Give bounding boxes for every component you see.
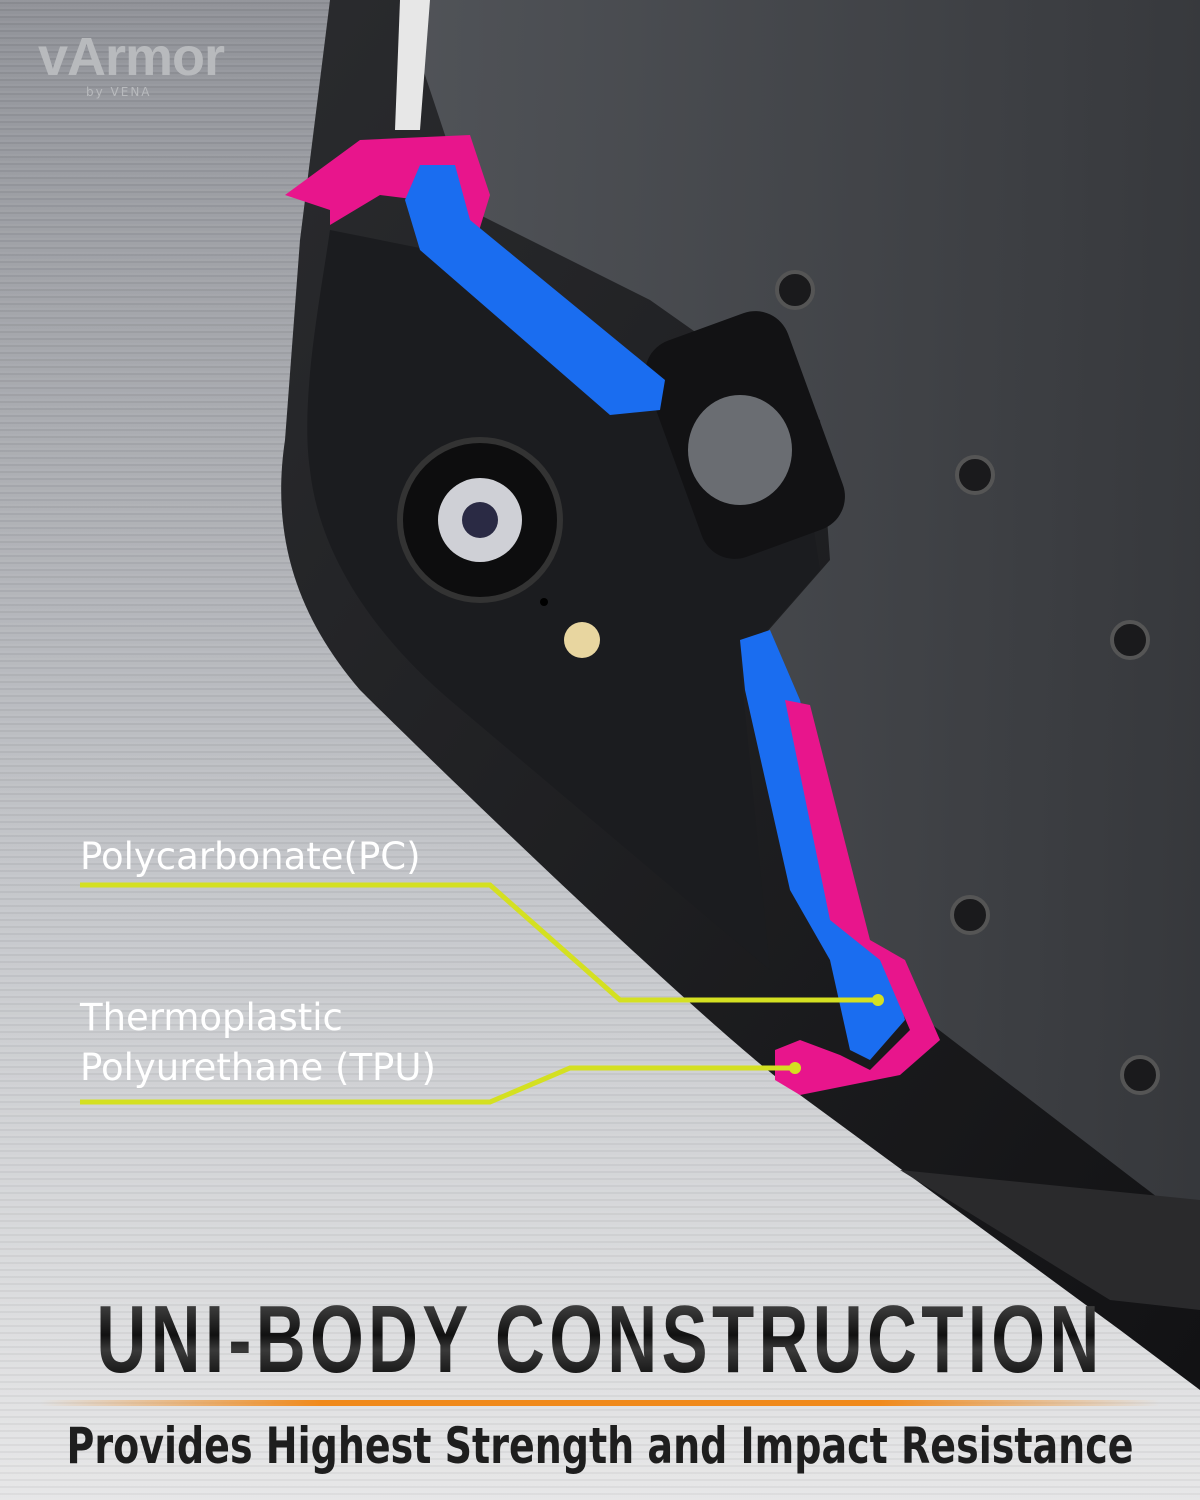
camera-lens-center <box>462 502 498 538</box>
tpu-label-line2: Polyurethane (TPU) <box>80 1046 436 1089</box>
tpu-label-line1: Thermoplastic <box>80 996 343 1039</box>
pc-leader-dot <box>872 994 884 1006</box>
tpu-leader-dot <box>789 1062 801 1074</box>
accent-divider <box>40 1400 1160 1406</box>
headline-text: UNI-BODY CONSTRUCTION <box>96 1286 1104 1393</box>
microphone-hole <box>540 598 548 606</box>
screws <box>775 270 1160 1095</box>
tpu-section-bottom <box>775 700 940 1095</box>
headline: UNI-BODY CONSTRUCTION <box>0 1290 1200 1390</box>
phone-back-panel <box>400 0 1200 1230</box>
brand-logo: vArmor by VENA <box>38 27 225 100</box>
bottom-grip <box>900 1170 1200 1310</box>
tagline-text: Provides Highest Strength and Impact Res… <box>66 1417 1134 1475</box>
tagline: Provides Highest Strength and Impact Res… <box>0 1414 1200 1478</box>
pc-label: Polycarbonate(PC) <box>80 835 421 878</box>
logo-wordmark: vArmor <box>38 27 225 87</box>
pc-section-top <box>405 165 665 415</box>
edge-highlight <box>395 0 430 130</box>
logo-byline: by VENA <box>86 85 152 99</box>
flash <box>564 622 600 658</box>
tpu-leader-line <box>80 1065 795 1105</box>
pc-leader-line <box>80 882 878 1003</box>
apple-logo <box>688 395 792 505</box>
